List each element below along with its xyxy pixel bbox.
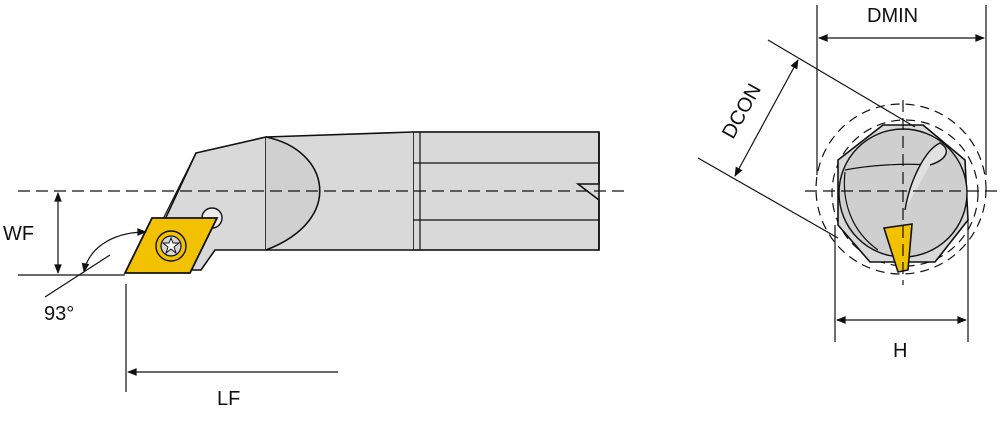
lf-label: LF	[217, 388, 240, 410]
wf-label: WF	[3, 223, 34, 245]
bore-circle	[815, 103, 987, 275]
break-line	[575, 132, 600, 250]
dcon-dimension	[734, 59, 799, 177]
end-view: DMIN DCON H	[697, 5, 998, 362]
h-label: H	[893, 340, 907, 362]
head-curve	[265, 136, 321, 251]
torx-screw-icon	[155, 230, 187, 262]
dmin-label: DMIN	[867, 5, 918, 27]
angle-label: 93°	[44, 303, 74, 325]
side-view: WF 93° LF	[3, 131, 630, 410]
end-insert	[882, 223, 913, 273]
angle-arc	[81, 228, 147, 273]
